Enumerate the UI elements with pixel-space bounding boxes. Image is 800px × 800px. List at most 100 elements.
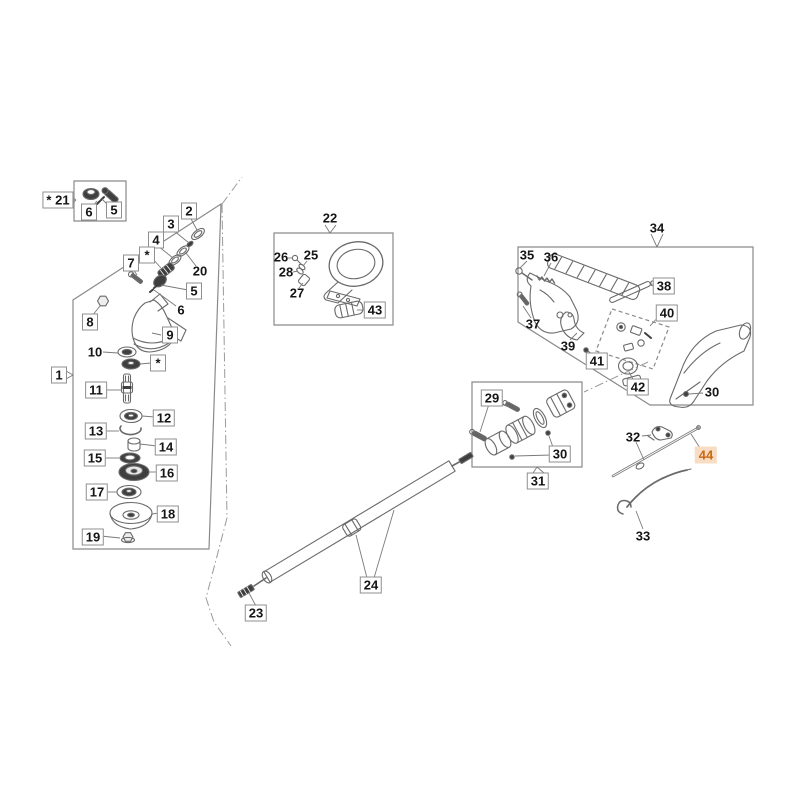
leader-line <box>543 262 552 277</box>
callout-34[interactable]: 34 <box>649 220 665 236</box>
callout-10[interactable]: 10 <box>87 344 103 360</box>
centerline <box>583 361 649 393</box>
callout-4[interactable]: 4 <box>148 231 164 249</box>
callout-star-21[interactable]: * 21 <box>42 191 74 209</box>
callout-7[interactable]: 7 <box>123 254 139 272</box>
leader-line <box>373 509 395 579</box>
callout-38[interactable]: 38 <box>652 277 676 295</box>
part-gear-shaft-stack <box>109 346 153 544</box>
leader-line <box>656 233 664 248</box>
callout-27[interactable]: 27 <box>289 285 305 301</box>
callout-9[interactable]: 9 <box>162 326 178 344</box>
part-throttle-wire <box>616 468 692 515</box>
callout-41[interactable]: 41 <box>585 352 609 370</box>
leader-line <box>532 466 538 474</box>
callout-12[interactable]: 12 <box>152 409 176 427</box>
leader-line <box>569 332 578 341</box>
leader-line <box>302 260 308 267</box>
callout-13[interactable]: 13 <box>84 422 108 440</box>
part-drive-shaft-tube <box>237 452 474 598</box>
callout-36[interactable]: 36 <box>543 249 559 265</box>
callout-24[interactable]: 24 <box>359 576 383 594</box>
leader-line <box>102 351 119 354</box>
leader-line <box>153 289 177 307</box>
leader-line <box>522 305 532 319</box>
leader-line <box>139 362 152 365</box>
callout-33[interactable]: 33 <box>635 528 651 544</box>
callout-8[interactable]: 8 <box>82 313 98 331</box>
leader-line <box>479 403 490 433</box>
callout-5[interactable]: 5 <box>186 282 202 300</box>
kit-21-box <box>73 180 127 222</box>
part-loop-handle <box>291 241 384 319</box>
coupling-box <box>471 381 583 468</box>
callout-20[interactable]: 20 <box>192 263 208 279</box>
callout-23[interactable]: 23 <box>244 604 268 622</box>
callout-30[interactable]: 30 <box>548 445 572 463</box>
centerline <box>221 176 243 205</box>
callout-22[interactable]: 22 <box>322 210 338 226</box>
callout-star[interactable]: * <box>150 354 166 372</box>
callout-5[interactable]: 5 <box>106 201 122 219</box>
part-kit-21-contents <box>82 187 119 205</box>
callout-6[interactable]: 6 <box>177 302 185 318</box>
callout-11[interactable]: 11 <box>85 381 107 399</box>
callout-18[interactable]: 18 <box>156 505 180 523</box>
loop-handle-box <box>273 232 394 326</box>
leader-line <box>248 592 257 607</box>
callout-28[interactable]: 28 <box>278 264 294 280</box>
leader-line <box>519 260 528 269</box>
part-throttle-rod <box>611 425 701 478</box>
part-gear-housing <box>96 293 187 353</box>
leader-line <box>650 233 658 248</box>
leader-line <box>324 224 331 234</box>
callout-2[interactable]: 2 <box>181 202 197 220</box>
callout-42[interactable]: 42 <box>626 378 650 396</box>
callout-40[interactable]: 40 <box>655 304 679 322</box>
callout-16[interactable]: 16 <box>155 464 179 482</box>
callout-26[interactable]: 26 <box>273 249 289 265</box>
leader-line <box>329 224 337 234</box>
callout-3[interactable]: 3 <box>163 215 179 233</box>
leader-line <box>292 270 299 273</box>
leader-line <box>185 252 197 267</box>
callout-17[interactable]: 17 <box>85 483 109 501</box>
callout-35[interactable]: 35 <box>519 247 535 263</box>
gear-head-box <box>72 202 222 550</box>
callout-1[interactable]: 1 <box>51 366 67 384</box>
leader-line <box>139 443 158 447</box>
callout-31[interactable]: 31 <box>526 472 550 490</box>
callout-14[interactable]: 14 <box>154 438 178 456</box>
leader-line <box>298 282 304 289</box>
leader-line <box>635 441 645 461</box>
leader-line <box>65 374 74 380</box>
centerline <box>205 203 232 647</box>
part-rear-handle-assembly <box>515 253 752 408</box>
callout-37[interactable]: 37 <box>525 316 541 332</box>
leader-line <box>160 284 189 291</box>
leader-line <box>688 392 704 395</box>
part-bevel-gear-stack <box>127 227 205 293</box>
callout-32[interactable]: 32 <box>625 429 641 445</box>
leader-line <box>690 433 701 449</box>
callout-29[interactable]: 29 <box>480 389 504 407</box>
leader-line <box>355 534 368 579</box>
leader-line <box>635 510 644 530</box>
callout-15[interactable]: 15 <box>83 449 107 467</box>
callout-43[interactable]: 43 <box>363 301 387 319</box>
leader-line <box>65 370 74 376</box>
part-coupling-assembly <box>469 389 576 460</box>
callout-44[interactable]: 44 <box>694 446 718 464</box>
leader-line <box>641 434 652 437</box>
callout-19[interactable]: 19 <box>81 528 105 546</box>
callout-star[interactable]: * <box>139 246 155 264</box>
callout-39[interactable]: 39 <box>560 338 576 354</box>
callout-25[interactable]: 25 <box>303 247 319 263</box>
callout-6[interactable]: 6 <box>81 203 97 221</box>
rear-handle-box <box>517 246 754 406</box>
callout-30[interactable]: 30 <box>704 384 720 400</box>
leader-line <box>151 332 162 336</box>
